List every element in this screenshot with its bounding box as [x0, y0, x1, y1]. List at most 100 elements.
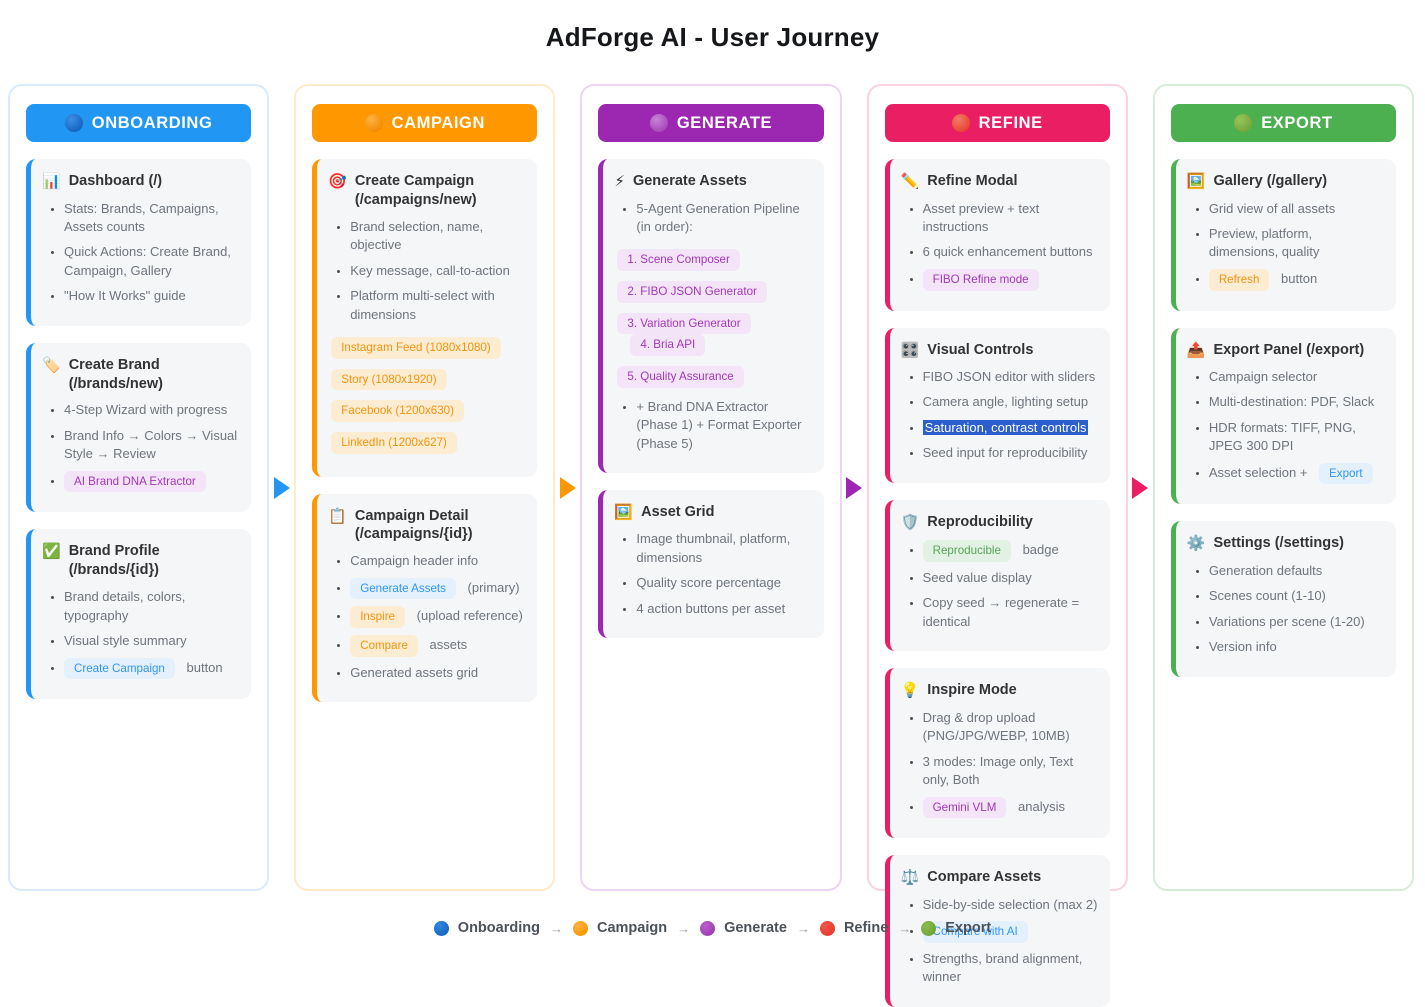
list-item: Asset preview + text instructions	[923, 200, 1098, 237]
list-item: Version info	[1209, 638, 1384, 656]
inspire-badge: Inspire	[350, 606, 406, 628]
blue-circle-icon	[433, 920, 449, 936]
feature-list: Asset preview + text instructions 6 quic…	[901, 200, 1098, 291]
list-item: Brand Info → Colors → Visual Style → Rev…	[64, 427, 239, 464]
card-title: Inspire Mode	[927, 682, 1017, 699]
stage-header-label: GENERATE	[676, 113, 773, 132]
badge-line: Facebook (1200x630)	[331, 400, 525, 422]
create-campaign-badge: Create Campaign	[64, 657, 175, 680]
feature-list: Stats: Brands, Campaigns, Assets counts …	[42, 200, 239, 306]
feature-list: 5-Agent Generation Pipeline (in order):	[614, 200, 811, 237]
purple-circle-icon	[700, 920, 716, 936]
card-reproducibility: 🛡️ Reproducibility Reproducible badge Se…	[884, 499, 1110, 652]
badge-suffix-text: badge	[1022, 542, 1059, 558]
feature-list: Campaign selector Multi-destination: PDF…	[1187, 368, 1384, 485]
list-item: Platform multi-select with dimensions	[350, 287, 525, 324]
card-title-row: 🛡️ Reproducibility	[901, 513, 1098, 533]
arrow-separator: →	[677, 920, 691, 936]
light-bulb-icon: 💡	[900, 682, 920, 700]
arrow-separator: →	[549, 920, 563, 936]
gear-icon: ⚙️	[1186, 535, 1206, 553]
feature-list: Reproducible badge Seed value display Co…	[901, 540, 1098, 631]
list-item: "How It Works" guide	[64, 287, 239, 305]
flow-arrow-lane	[1128, 84, 1153, 891]
badge-line: Story (1080x1920)	[331, 368, 525, 391]
page-title: AdForge AI - User Journey	[545, 22, 880, 52]
framed-picture-icon: 🖼️	[614, 503, 634, 521]
card-title-row: 🎯 Create Campaign (/campaigns/new)	[328, 172, 525, 210]
list-item: Generated assets grid	[350, 664, 525, 682]
list-item: Grid view of all assets	[1209, 200, 1384, 218]
shield-icon: 🛡️	[900, 513, 920, 531]
platform-badge-group: Instagram Feed (1080x1080) Story (1080x1…	[328, 336, 525, 454]
card-compare-assets: ⚖️ Compare Assets Side-by-side selection…	[884, 855, 1110, 1007]
legend-label-export: Export	[945, 920, 992, 936]
list-item: Copy seed → regenerate = identical	[923, 594, 1098, 631]
right-arrow-icon	[1132, 476, 1149, 499]
card-title-row: 🖼️ Gallery (/gallery)	[1187, 172, 1384, 192]
list-item: Drag & drop upload (PNG/JPG/WEBP, 10MB)	[923, 709, 1098, 746]
framed-picture-icon: 🖼️	[1186, 173, 1206, 190]
card-title: Reproducibility	[927, 513, 1033, 530]
feature-list: + Brand DNA Extractor (Phase 1) + Format…	[614, 398, 811, 453]
card-gallery: 🖼️ Gallery (/gallery) Grid view of all a…	[1170, 159, 1397, 311]
stage-column-refine: REFINE ✏️ Refine Modal Asset preview + t…	[866, 84, 1128, 1007]
flow-arrow-lane	[842, 84, 867, 891]
badge-suffix-text: (primary)	[467, 579, 520, 595]
stage-header-onboarding: ONBOARDING	[26, 104, 252, 142]
badge-suffix-text: button	[186, 659, 223, 675]
list-item: Asset selection + Export	[1208, 462, 1384, 485]
badge-prefix-text: Asset selection +	[1208, 464, 1308, 480]
blue-circle-icon	[64, 114, 83, 132]
reproducible-badge: Reproducible	[922, 540, 1011, 562]
stage-header-campaign: CAMPAIGN	[312, 104, 538, 142]
stage-column-generate: GENERATE ⚡ Generate Assets 5-Agent Gener…	[580, 84, 842, 891]
pipeline-step-badge: 4. Bria API	[630, 334, 706, 356]
list-item: Inspire (upload reference)	[350, 606, 525, 628]
list-item: Generate Assets (primary)	[350, 577, 525, 600]
card-visual-controls: 🎛️ Visual Controls FIBO JSON editor with…	[884, 327, 1110, 483]
list-item: Campaign header info	[350, 552, 525, 570]
badge-suffix-text: assets	[429, 636, 468, 652]
compare-badge: Compare	[350, 634, 418, 657]
right-arrow-icon	[273, 476, 290, 499]
orange-circle-icon	[572, 920, 588, 936]
card-title-row: 🎛️ Visual Controls	[901, 341, 1098, 361]
list-item: Campaign selector	[1209, 368, 1384, 386]
list-item: Brand selection, name, objective	[350, 218, 525, 255]
dashboard-bar-chart-icon: 📊	[42, 173, 61, 190]
list-item: Preview, platform, dimensions, quality	[1209, 225, 1384, 262]
right-arrow-icon	[559, 476, 576, 499]
badge-line: 2. FIBO JSON Generator	[617, 281, 811, 303]
card-create-brand: 🏷️ Create Brand (/brands/new) 4-Step Wiz…	[26, 342, 252, 513]
gemini-vlm-badge: Gemini VLM	[922, 796, 1007, 819]
card-title: Create Brand (/brands/new)	[68, 356, 163, 392]
red-circle-icon	[951, 114, 970, 132]
badge-line: Instagram Feed (1080x1080)	[331, 336, 525, 359]
card-create-campaign: 🎯 Create Campaign (/campaigns/new) Brand…	[312, 159, 538, 477]
stage-header-label: EXPORT	[1261, 113, 1333, 132]
list-item: Create Campaign button	[64, 657, 239, 680]
feature-list: Brand selection, name, objective Key mes…	[328, 218, 525, 324]
pipeline-step-badge: 1. Scene Composer	[617, 249, 740, 272]
list-item: Refresh button	[1208, 268, 1384, 291]
card-title: Settings (/settings)	[1213, 535, 1345, 552]
card-title-row: ⚡ Generate Assets	[614, 172, 811, 192]
card-inspire-mode: 💡 Inspire Mode Drag & drop upload (PNG/J…	[884, 668, 1110, 839]
card-title: Asset Grid	[641, 503, 715, 520]
orange-circle-icon	[364, 114, 383, 132]
card-refine-modal: ✏️ Refine Modal Asset preview + text ins…	[884, 159, 1110, 311]
arrow-separator: →	[898, 920, 912, 936]
list-item: Compare with AI	[922, 921, 1098, 943]
card-title: Campaign Detail (/campaigns/{id})	[354, 507, 473, 543]
stage-header-refine: REFINE	[884, 104, 1110, 142]
card-title-row: 💡 Inspire Mode	[901, 681, 1098, 701]
list-item: 5-Agent Generation Pipeline (in order):	[636, 200, 811, 237]
legend-label-campaign: Campaign	[596, 920, 668, 936]
check-mark-icon: ✅	[42, 543, 61, 561]
compare-with-ai-badge: Compare with AI	[922, 921, 1028, 943]
feature-list: Brand details, colors, typography Visual…	[42, 588, 239, 680]
list-item: Quick Actions: Create Brand, Campaign, G…	[64, 243, 239, 280]
list-item-small: + Brand DNA Extractor (Phase 1) + Format…	[636, 398, 811, 453]
card-title: Export Panel (/export)	[1213, 341, 1365, 358]
